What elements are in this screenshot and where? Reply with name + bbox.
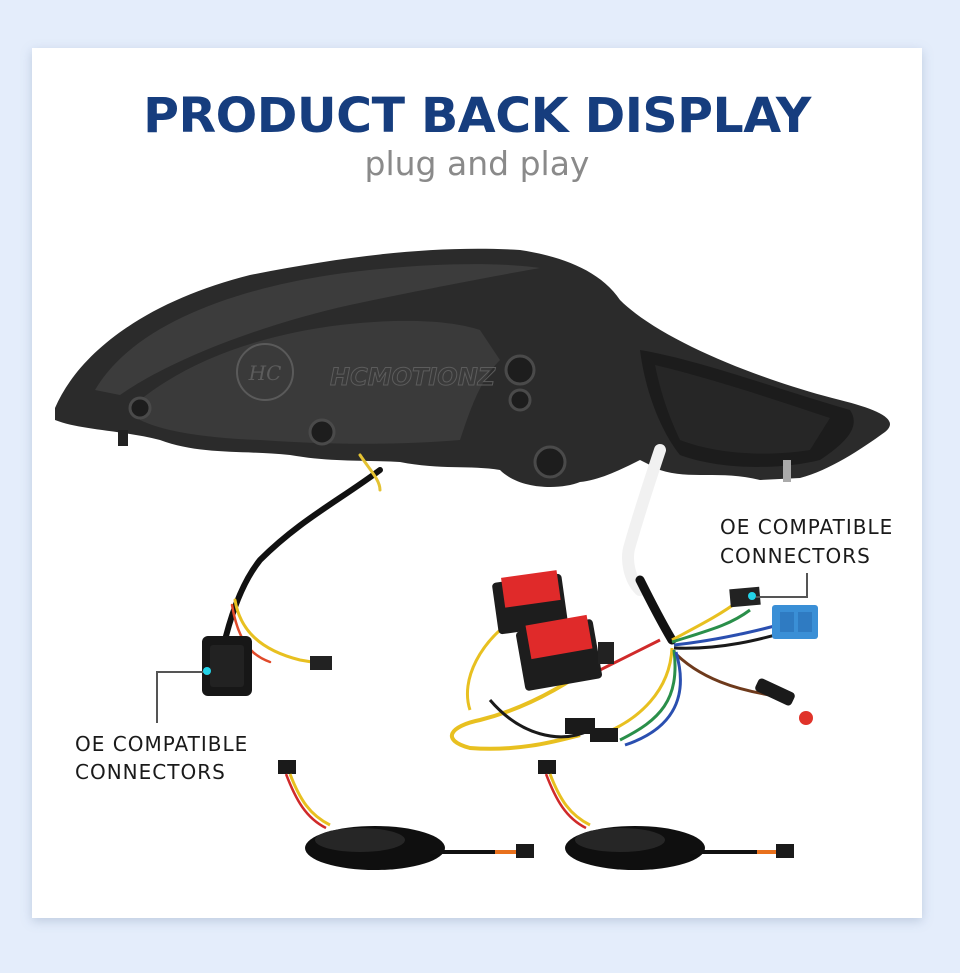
callout-left-dot-icon xyxy=(203,667,211,675)
svg-text:HCMOTIONZ: HCMOTIONZ xyxy=(330,363,496,391)
right-oe-connector-blue xyxy=(772,605,818,639)
push-button xyxy=(755,678,813,725)
inline-connector xyxy=(565,718,595,734)
left-oe-connector xyxy=(202,636,332,696)
tail-light-housing: HC HCMOTIONZ xyxy=(55,248,890,487)
callout-right-leader-v xyxy=(806,573,808,597)
control-module-1 xyxy=(492,570,568,635)
callout-right-dot-icon xyxy=(748,592,756,600)
control-module-2 xyxy=(516,614,614,691)
callout-right-line1: OE COMPATIBLE xyxy=(720,515,894,539)
callout-left-line1: OE COMPATIBLE xyxy=(75,732,249,756)
extension-cable-1 xyxy=(278,760,534,870)
svg-text:HC: HC xyxy=(248,361,282,385)
callout-right-leader-h xyxy=(756,596,808,598)
right-oe-connector-black xyxy=(729,586,761,608)
extension-cable-2 xyxy=(538,760,794,870)
page-subtitle: plug and play xyxy=(364,144,590,183)
product-card: PRODUCT BACK DISPLAY plug and play xyxy=(32,48,922,918)
callout-left-line2: CONNECTORS xyxy=(75,760,226,784)
page-title: PRODUCT BACK DISPLAY xyxy=(143,88,811,144)
callout-left-leader-h xyxy=(156,671,206,673)
callout-left-leader-v xyxy=(156,671,158,723)
callout-right-line2: CONNECTORS xyxy=(720,544,871,568)
left-wiring-harness xyxy=(222,453,383,667)
